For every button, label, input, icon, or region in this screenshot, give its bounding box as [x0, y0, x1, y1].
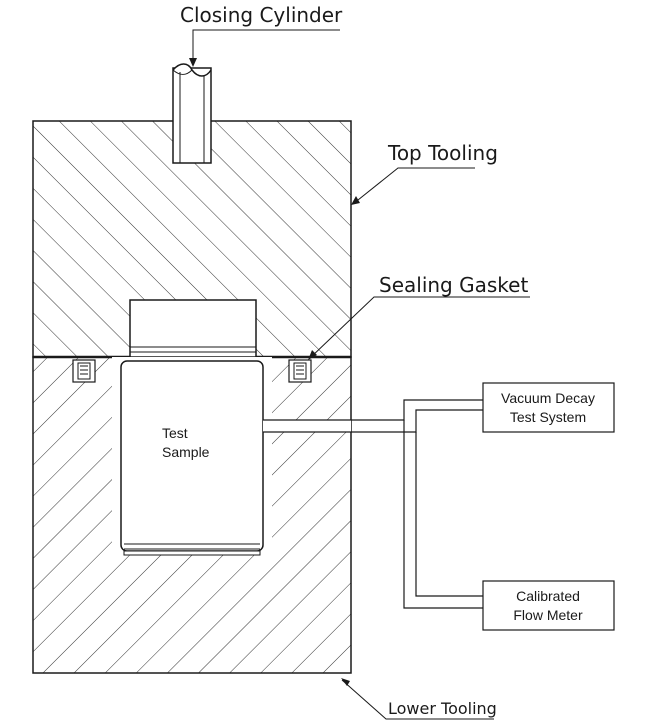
- closing-cylinder-rod: [172, 63, 212, 164]
- leader-lines: [189, 29, 530, 720]
- test-piping: [351, 399, 483, 609]
- flow-label-line1: Calibrated: [516, 588, 580, 604]
- vacuum-decay-test-system-box: Vacuum Decay Test System: [482, 382, 615, 433]
- vacuum-label-line2: Test System: [510, 409, 586, 425]
- test-sample-label-line2: Sample: [162, 444, 210, 460]
- sealing-gasket-left: [72, 359, 96, 383]
- upper-cavity: [129, 299, 257, 358]
- calibrated-flow-meter-box: Calibrated Flow Meter: [482, 580, 615, 631]
- test-sample-label-line1: Test: [162, 425, 188, 441]
- top-tooling-label: Top Tooling: [387, 141, 498, 165]
- test-sample: [112, 357, 272, 556]
- vacuum-label-line1: Vacuum Decay: [501, 390, 595, 406]
- sealing-gasket-right: [288, 359, 312, 383]
- test-port-channel: [263, 419, 351, 433]
- sealing-gasket-label: Sealing Gasket: [379, 273, 528, 297]
- lower-tooling-label: Lower Tooling: [388, 699, 497, 718]
- flow-label-line2: Flow Meter: [513, 607, 583, 623]
- closing-cylinder-label: Closing Cylinder: [180, 3, 343, 27]
